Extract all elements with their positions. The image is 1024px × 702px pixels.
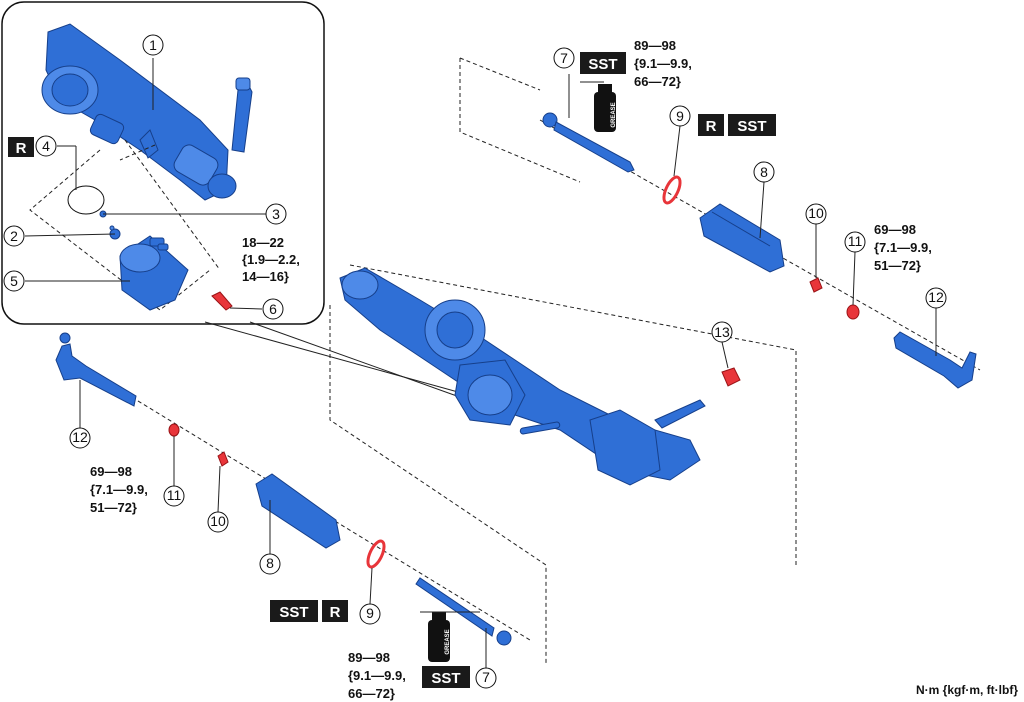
svg-text:R: R	[16, 140, 27, 157]
svg-text:{7.1—9.9,: {7.1—9.9,	[90, 482, 148, 497]
boot-left	[255, 473, 341, 549]
svg-text:6: 6	[269, 301, 277, 317]
svg-text:11: 11	[167, 487, 182, 503]
sst-badge-9-left: SST	[270, 600, 318, 622]
torque-spec-6: 18—22 {1.9—2.2, 14—16}	[242, 235, 300, 284]
torque-spec-11-left: 69—98 {7.1—9.9, 51—72}	[90, 464, 148, 515]
callout-12-right: 12	[925, 287, 947, 309]
svg-text:9: 9	[366, 605, 374, 621]
torque-spec-11-right: 69—98 {7.1—9.9, 51—72}	[874, 222, 932, 273]
callout-9-left: 9	[359, 603, 381, 625]
svg-text:SST: SST	[737, 118, 766, 135]
svg-text:69—98: 69—98	[874, 222, 916, 237]
callout-8-right: 8	[753, 161, 775, 183]
svg-text:2: 2	[10, 228, 18, 244]
torque-spec-7-right: 89—98 {9.1—9.9, 66—72}	[634, 38, 692, 89]
tie-rod-right	[542, 112, 635, 173]
svg-text:51—72}: 51—72}	[90, 500, 137, 515]
sst-badge-7-right: SST	[580, 52, 626, 74]
svg-text:{1.9—2.2,: {1.9—2.2,	[242, 252, 300, 267]
svg-text:1: 1	[149, 37, 157, 53]
svg-text:{9.1—9.9,: {9.1—9.9,	[348, 668, 406, 683]
svg-text:51—72}: 51—72}	[874, 258, 921, 273]
svg-text:SST: SST	[588, 56, 617, 73]
svg-text:{9.1—9.9,: {9.1—9.9,	[634, 56, 692, 71]
svg-text:66—72}: 66—72}	[634, 74, 681, 89]
svg-text:GREASE: GREASE	[611, 102, 617, 127]
callout-1: 1	[142, 34, 164, 56]
replace-badge-9-right: R	[698, 114, 724, 136]
clamp-clip	[721, 367, 741, 387]
svg-text:{7.1—9.9,: {7.1—9.9,	[874, 240, 932, 255]
steering-gear-housing-detail	[41, 23, 253, 201]
callout-7-left: 7	[475, 667, 497, 689]
svg-text:GREASE: GREASE	[445, 629, 451, 654]
replace-badge: R	[8, 137, 34, 157]
svg-text:12: 12	[72, 429, 88, 445]
callout-11-left: 11	[163, 485, 185, 507]
callout-4: 4	[35, 135, 57, 157]
boot-right	[699, 203, 785, 273]
svg-text:8: 8	[266, 555, 274, 571]
svg-text:10: 10	[210, 513, 226, 529]
svg-text:89—98: 89—98	[634, 38, 676, 53]
svg-text:10: 10	[808, 205, 824, 221]
callout-5: 5	[3, 270, 25, 292]
svg-text:14—16}: 14—16}	[242, 269, 289, 284]
svg-text:13: 13	[714, 324, 730, 340]
svg-text:9: 9	[676, 108, 684, 124]
assist-motor	[119, 235, 189, 311]
svg-text:5: 5	[10, 273, 18, 289]
torque-spec-7-left: 89—98 {9.1—9.9, 66—72}	[348, 650, 406, 701]
callout-2: 2	[3, 225, 25, 247]
svg-text:SST: SST	[431, 670, 460, 687]
callout-3: 3	[265, 203, 287, 225]
svg-text:R: R	[330, 604, 341, 621]
callout-7-right: 7	[553, 47, 575, 69]
replace-badge-9-left: R	[322, 600, 348, 622]
lock-washer-right	[809, 277, 823, 293]
svg-text:3: 3	[272, 206, 280, 222]
svg-text:66—72}: 66—72}	[348, 686, 395, 701]
svg-text:69—98: 69—98	[90, 464, 132, 479]
torque-units-legend: N·m {kgf·m, ft·lbf}	[916, 683, 1018, 697]
svg-text:18—22: 18—22	[242, 235, 284, 250]
lock-nut-right	[846, 304, 860, 320]
lock-washer-left	[217, 451, 229, 467]
callout-10-right: 10	[805, 203, 827, 225]
motor-bolt	[211, 291, 233, 311]
tie-rod-end-left	[55, 332, 137, 407]
svg-text:7: 7	[560, 50, 568, 66]
svg-text:12: 12	[928, 289, 944, 305]
svg-text:SST: SST	[279, 604, 308, 621]
boot-clamp-left	[366, 539, 386, 569]
tie-rod-left	[415, 577, 512, 646]
callout-9-right: 9	[669, 105, 691, 127]
svg-text:11: 11	[848, 233, 863, 249]
callout-13: 13	[711, 321, 733, 343]
svg-text:7: 7	[482, 669, 490, 685]
callout-11-right: 11	[844, 231, 866, 253]
steering-gear-assembly	[339, 267, 706, 486]
grease-can-left: GREASE	[428, 612, 451, 662]
sst-badge-9-right: SST	[728, 114, 776, 136]
o-ring	[67, 185, 105, 215]
svg-text:8: 8	[760, 164, 768, 180]
svg-text:89—98: 89—98	[348, 650, 390, 665]
callout-6: 6	[262, 298, 284, 320]
callout-8-left: 8	[259, 553, 281, 575]
sst-badge-7-left: SST	[422, 666, 470, 688]
callout-10-left: 10	[207, 511, 229, 533]
callout-12-left: 12	[69, 427, 91, 449]
grease-can-right: GREASE	[594, 84, 617, 132]
svg-text:R: R	[706, 118, 717, 135]
tie-rod-end-right	[893, 331, 977, 389]
lock-nut-left	[168, 423, 180, 437]
svg-text:4: 4	[42, 138, 50, 154]
boot-clamp-right	[662, 175, 682, 205]
